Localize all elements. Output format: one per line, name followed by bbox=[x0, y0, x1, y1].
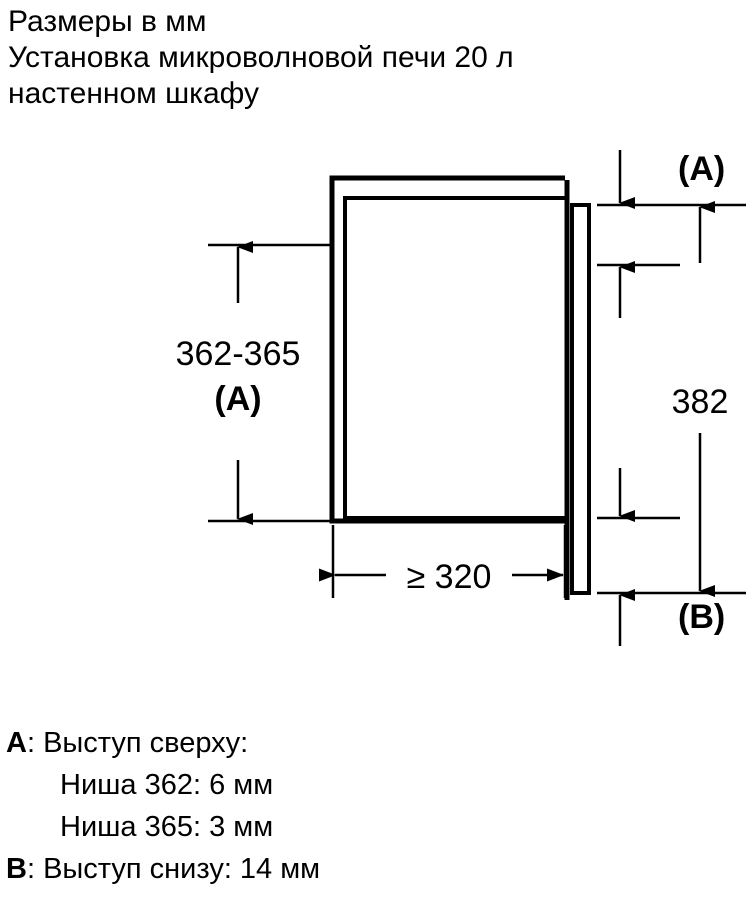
dimension-bottom-gap bbox=[597, 468, 680, 646]
legend-key-a: A bbox=[6, 727, 27, 759]
label-niche-height: 362-365 bbox=[176, 335, 301, 373]
technical-drawing: 362-365 (A) ≥ 320 (A) bbox=[0, 128, 756, 668]
legend-row-b: B: Выступ снизу: 14 мм bbox=[6, 848, 746, 890]
appliance-front-panel bbox=[570, 203, 591, 595]
label-top-gap-ref: (A) bbox=[678, 150, 725, 188]
legend-row-a-niche365: Ниша 365: 3 мм bbox=[6, 806, 746, 848]
title-line-cabinet: настенном шкафу bbox=[8, 77, 260, 110]
label-appliance-height: 382 bbox=[672, 383, 729, 421]
legend-text-b: Выступ снизу: 14 мм bbox=[43, 853, 321, 885]
page-title: Размеры в мм Установка микроволновой печ… bbox=[8, 4, 756, 112]
dimension-top-gap bbox=[597, 150, 746, 318]
title-line-installation: Установка микроволновой печи 20 л bbox=[8, 41, 514, 74]
title-line-units: Размеры в мм bbox=[8, 5, 207, 38]
legend-text-niche-365: Ниша 365: 3 мм bbox=[60, 811, 274, 843]
label-min-depth: ≥ 320 bbox=[407, 558, 492, 596]
label-bottom-gap-ref: (B) bbox=[678, 598, 725, 636]
legend-key-b: B bbox=[6, 853, 27, 885]
legend-text-niche-362: Ниша 362: 6 мм bbox=[60, 769, 274, 801]
legend: A: Выступ сверху: Ниша 362: 6 мм Ниша 36… bbox=[6, 722, 746, 890]
legend-sep-a: : bbox=[26, 727, 44, 759]
label-niche-height-ref: (A) bbox=[214, 380, 261, 418]
legend-text-a: Выступ сверху: bbox=[43, 727, 249, 759]
niche-outline bbox=[329, 175, 565, 524]
legend-sep-b: : bbox=[26, 853, 44, 885]
appliance-body-outline bbox=[343, 196, 565, 520]
dimension-niche-height bbox=[208, 241, 330, 525]
legend-row-a: A: Выступ сверху: bbox=[6, 722, 746, 764]
dimension-min-depth bbox=[319, 525, 567, 598]
cabinet-geometry bbox=[329, 175, 591, 600]
legend-row-a-niche362: Ниша 362: 6 мм bbox=[6, 764, 746, 806]
